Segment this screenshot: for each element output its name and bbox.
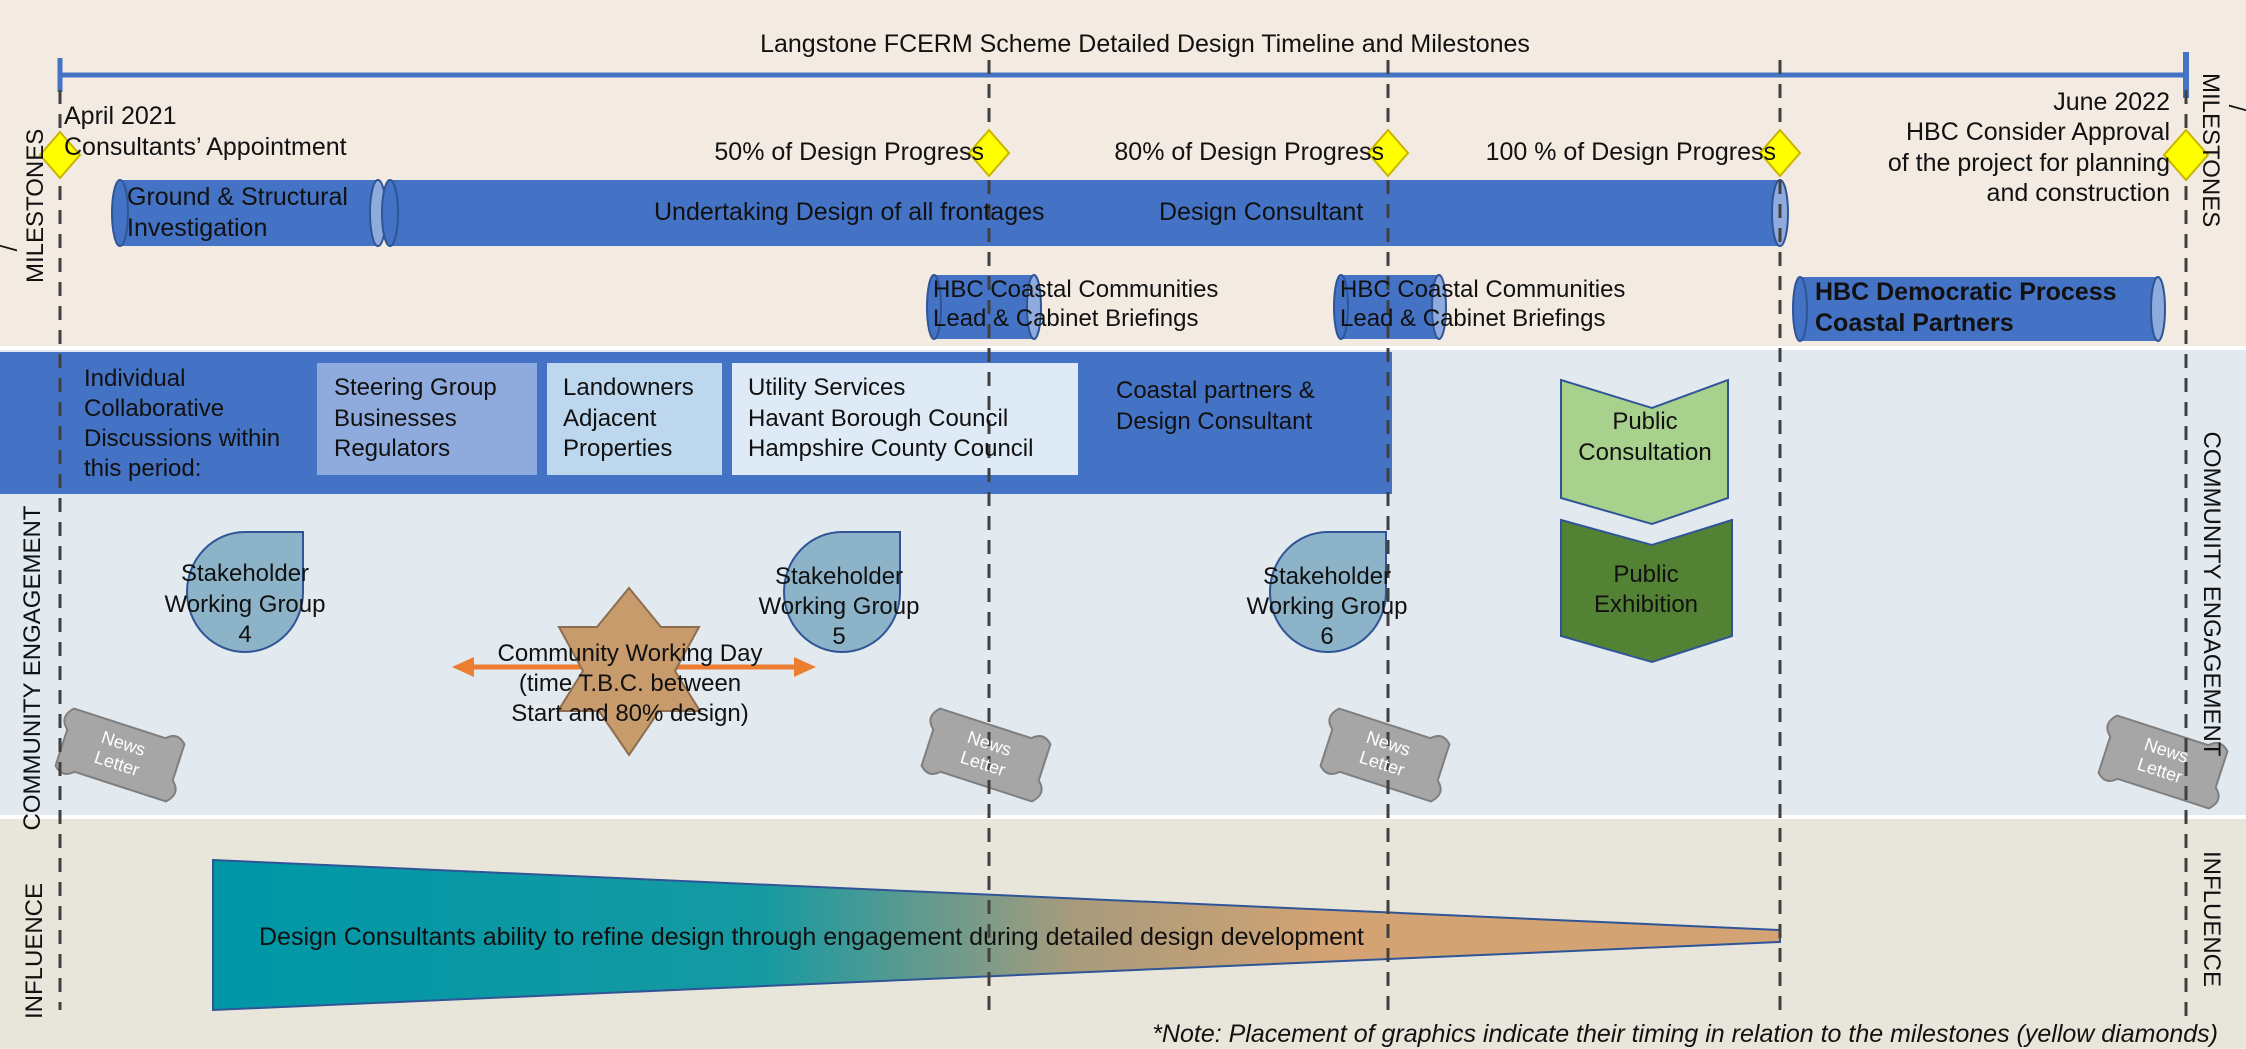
steering-label-2: Businesses <box>334 405 457 432</box>
milestone-diamond-80 <box>1366 128 1410 178</box>
briefing-cylinder-1 <box>926 274 1042 340</box>
influence-label: Design Consultants ability to refine des… <box>259 923 1364 951</box>
swg6-label-1: Stakeholder <box>1262 563 1392 590</box>
swg4-shape <box>186 531 304 653</box>
landowners-label-1: Landowners <box>563 374 694 401</box>
cwd-star <box>556 586 702 757</box>
milestone-80-label: 80% of Design Progress <box>1114 138 1384 166</box>
public-exhibition-shape <box>1560 518 1733 664</box>
design-all-label: Undertaking Design of all frontages <box>654 198 1045 226</box>
design-cylinder <box>381 179 1789 247</box>
diagram-title: Langstone FCERM Scheme Detailed Design T… <box>760 30 1530 58</box>
start-label: Consultants’ Appointment <box>64 133 347 161</box>
end-label-3: and construction <box>1986 179 2170 207</box>
design-consultant-label: Design Consultant <box>1159 198 1364 226</box>
utilities-label-1: Utility Services <box>748 374 906 401</box>
briefing-1-label-b: Lead & Cabinet Briefings <box>933 305 1199 332</box>
start-date: April 2021 <box>64 102 177 130</box>
landowners-label-3: Properties <box>563 435 673 462</box>
milestone-diamond-100 <box>1758 128 1802 178</box>
discussions-intro-1: Individual <box>84 365 186 392</box>
swg5-shape <box>783 531 901 653</box>
swg5-label-1: Stakeholder <box>774 563 904 590</box>
swg4-label-3: 4 <box>238 621 252 648</box>
ground-investigation-cylinder <box>111 179 387 247</box>
side-label-community-left: COMMUNITY ENGAGEMENT <box>19 505 46 831</box>
swg6-shape <box>1269 531 1387 653</box>
democratic-label-1: HBC Democratic Process <box>1815 278 2117 306</box>
steering-box <box>317 363 537 475</box>
democratic-label-2: Coastal Partners <box>1815 309 2014 337</box>
utilities-label-3: Hampshire County Council <box>748 435 1034 462</box>
discussions-intro-4: this period: <box>84 455 202 482</box>
side-label-community-right: COMMUNITY ENGAGEMENT <box>2198 431 2225 757</box>
side-label-influence-left: INFLUENCE <box>21 882 48 1020</box>
side-label-activities-left: ACTIVITIES / MILESTONES <box>0 129 91 283</box>
newsletter-scroll-3 <box>1319 707 1451 803</box>
utilities-label-2: Havant Borough Council <box>748 405 1009 432</box>
influence-wedge <box>212 858 1781 1012</box>
milestone-diamond-50 <box>967 128 1011 178</box>
discussions-intro-3: Discussions within <box>84 425 281 452</box>
milestone-diamond-end <box>2162 128 2210 182</box>
democratic-cylinder <box>1792 276 2166 342</box>
band-divider <box>0 815 2246 819</box>
newsletter-scroll-1 <box>54 707 186 803</box>
public-consultation-shape <box>1560 378 1729 526</box>
band-divider <box>0 346 2246 350</box>
ground-investigation-label-1: Ground & Structural <box>127 183 348 211</box>
coastal-label-1: Coastal partners & <box>1116 377 1315 404</box>
briefing-2-label-b: Lead & Cabinet Briefings <box>1340 305 1606 332</box>
swg4-label-2: Working Group <box>164 591 326 618</box>
consultation-label-1: Public <box>1612 408 1678 435</box>
swg6-label-3: 6 <box>1320 623 1334 650</box>
end-label-1: HBC Consider Approval <box>1905 118 2170 146</box>
milestone-100-label: 100 % of Design Progress <box>1485 138 1776 166</box>
swg4-label-1: Stakeholder <box>180 560 310 587</box>
cwd-label-3: Start and 80% design) <box>511 700 749 727</box>
ground-investigation-label-2: Investigation <box>127 214 268 242</box>
consultation-label-2: Consultation <box>1578 439 1712 466</box>
milestone-diamond-start <box>38 130 82 180</box>
discussions-intro-2: Collaborative <box>84 395 225 422</box>
swg5-label-2: Working Group <box>758 593 920 620</box>
end-label-2: of the project for planning <box>1887 149 2170 177</box>
swg6-label-2: Working Group <box>1246 593 1408 620</box>
coastal-label-2: Design Consultant <box>1116 408 1313 435</box>
steering-label-3: Regulators <box>334 435 451 462</box>
briefing-2-label-a: HBC Coastal Communities <box>1340 276 1626 303</box>
landowners-box <box>547 363 722 475</box>
utilities-box <box>732 363 1078 475</box>
cwd-label-1: Community Working Day <box>497 640 763 667</box>
end-date: June 2022 <box>2053 88 2170 116</box>
milestone-50-label: 50% of Design Progress <box>714 138 984 166</box>
exhibition-label-2: Exhibition <box>1593 591 1699 618</box>
exhibition-label-1: Public <box>1613 561 1679 588</box>
briefing-1-label-a: HBC Coastal Communities <box>933 276 1219 303</box>
placement-note: *Note: Placement of graphics indicate th… <box>1152 1020 2218 1048</box>
landowners-label-2: Adjacent <box>563 405 657 432</box>
newsletter-scroll-4 <box>2097 714 2229 810</box>
cwd-label-2: (time T.B.C. between <box>518 670 742 697</box>
swg5-label-3: 5 <box>832 623 846 650</box>
side-label-influence-right: INFLUENCE <box>2198 850 2225 988</box>
briefing-cylinder-2 <box>1333 274 1447 340</box>
newsletter-scroll-2 <box>920 707 1052 803</box>
steering-label-1: Steering Group <box>334 374 497 401</box>
